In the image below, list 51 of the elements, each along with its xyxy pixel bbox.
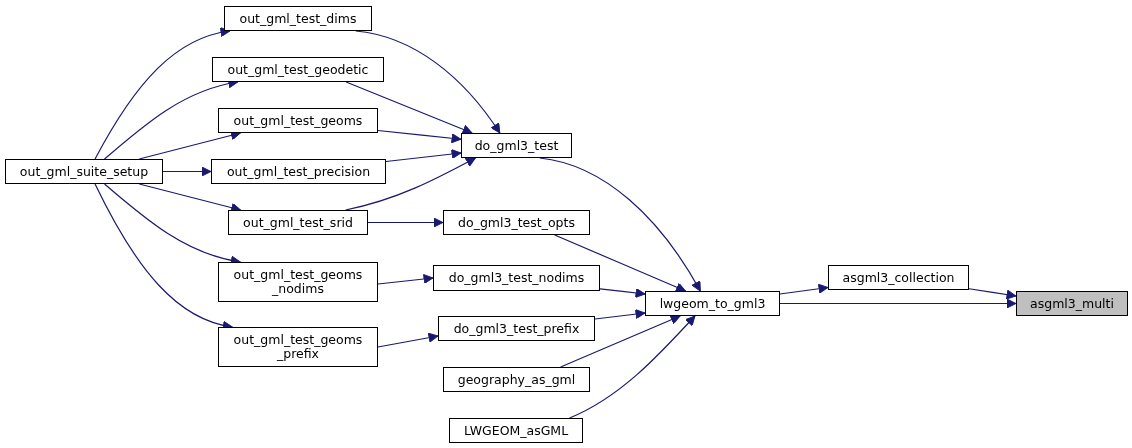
arrow [968, 288, 1017, 300]
function-name: out_gml_test_geoms _nodims [232, 268, 364, 296]
function-box [449, 418, 583, 443]
function-box [433, 265, 600, 291]
function-box [461, 133, 572, 158]
function-name: geography_as_gml [457, 372, 576, 387]
function-box [1016, 291, 1128, 316]
function-box [438, 316, 595, 341]
function-name: out_gml_suite_setup [19, 164, 149, 179]
function-name: lwgeom_to_gml3 [659, 296, 766, 311]
function-box [645, 291, 780, 316]
arrow [377, 129, 462, 144]
arrow [377, 274, 434, 285]
function-name: LWGEOM_asGML [463, 423, 569, 438]
function-name: asgml3_multi [1030, 296, 1114, 311]
arrow [162, 166, 212, 177]
arrow [367, 217, 444, 228]
function-box [224, 6, 372, 31]
function-box [211, 159, 386, 184]
function-box [218, 327, 378, 367]
arrow [345, 157, 477, 211]
arrow [560, 314, 681, 368]
arrow [385, 149, 462, 163]
function-name: do_gml3_test_nodims [448, 271, 585, 285]
function-name: asgml3_collection [842, 270, 955, 285]
arrow [94, 27, 231, 160]
arrow [345, 81, 473, 135]
function-name: out_gml_test_geoms _prefix [232, 333, 364, 361]
function-name: do_gml3_test_prefix [453, 321, 580, 336]
function-box [218, 108, 378, 133]
function-box [443, 367, 590, 392]
function-name: do_gml3_test_opts [458, 215, 575, 230]
arrow [599, 288, 646, 298]
function-name: out_gml_test_precision [226, 164, 371, 179]
function-box [218, 262, 378, 302]
function-box [212, 57, 384, 82]
arrow [377, 332, 439, 348]
arrow [554, 234, 687, 293]
arrow [569, 315, 696, 419]
function-name: out_gml_test_geoms [233, 113, 363, 128]
function-box [5, 159, 163, 184]
arrow [779, 298, 1017, 309]
function-name: out_gml_test_dims [239, 11, 357, 26]
function-box [228, 210, 368, 235]
function-name: do_gml3_test [474, 138, 559, 153]
function-name: out_gml_test_geodetic [227, 62, 369, 77]
function-box [443, 210, 590, 235]
function-name: out_gml_test_srid [243, 215, 353, 230]
arrow [779, 283, 829, 295]
function-box [828, 265, 969, 290]
arrow [594, 309, 646, 320]
